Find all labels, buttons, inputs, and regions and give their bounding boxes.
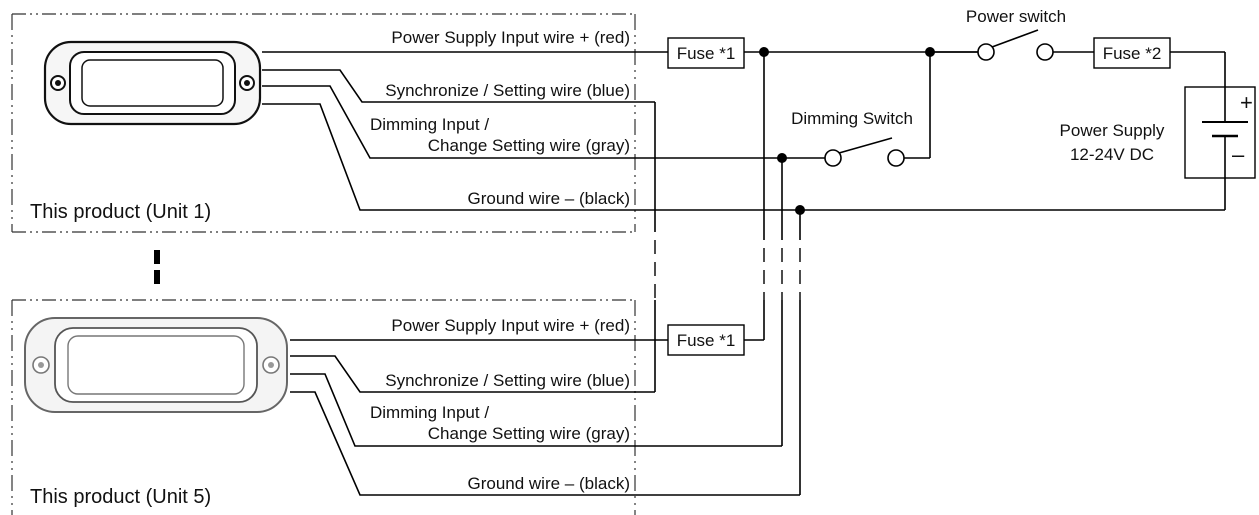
unit1-wires [262, 51, 1225, 211]
plus-sign: + [1240, 90, 1253, 115]
unit5-ground-wire-label: Ground wire – (black) [467, 474, 630, 493]
unit1-ground-wire-label: Ground wire – (black) [467, 189, 630, 208]
ground-line [795, 178, 1226, 495]
power-line [744, 47, 978, 341]
dimming-line [777, 52, 931, 446]
unit5-sync-wire-label: Synchronize / Setting wire (blue) [385, 371, 630, 390]
unit5-dim-wire-label-2: Change Setting wire (gray) [428, 424, 630, 443]
fuse2-label: Fuse *2 [1103, 44, 1162, 63]
unit1-enclosure [11, 13, 636, 233]
unit5-dim-wire-label-1: Dimming Input / [370, 403, 489, 422]
unit1-dim-wire-label-2: Change Setting wire (gray) [428, 136, 630, 155]
unit1-product-label: This product (Unit 1) [30, 201, 211, 223]
fuse1-unit5: Fuse *1 [667, 324, 745, 356]
power-supply-battery-icon: + – [1184, 86, 1256, 179]
unit1-power-wire-label: Power Supply Input wire + (red) [391, 28, 630, 47]
fuse2: Fuse *2 [1093, 37, 1226, 87]
unit1-wire-labels: Power Supply Input wire + (red) Synchron… [30, 28, 630, 223]
dimming-switch-label: Dimming Switch [791, 109, 913, 128]
fuse1-unit1-label: Fuse *1 [677, 44, 736, 63]
fuse1-unit5-label: Fuse *1 [677, 331, 736, 350]
more-units-indicator [154, 250, 160, 284]
dimming-switch-icon [824, 137, 905, 167]
unit1-light-icon [43, 40, 262, 126]
power-supply-label: Power Supply [1060, 121, 1165, 140]
unit5-enclosure [11, 299, 636, 515]
power-switch-label: Power switch [966, 7, 1066, 26]
unit5-light-icon [24, 317, 288, 413]
unit5-wires [290, 339, 800, 496]
minus-sign: – [1232, 142, 1245, 167]
unit5-product-label: This product (Unit 5) [30, 486, 211, 508]
fuse1-unit1: Fuse *1 [667, 37, 745, 69]
power-switch-icon [930, 29, 1094, 61]
unit5-wire-labels: Power Supply Input wire + (red) Synchron… [30, 316, 630, 508]
unit1-sync-wire-label: Synchronize / Setting wire (blue) [385, 81, 630, 100]
unit1-dim-wire-label-1: Dimming Input / [370, 115, 489, 134]
power-supply-voltage: 12-24V DC [1070, 145, 1154, 164]
unit5-power-wire-label: Power Supply Input wire + (red) [391, 316, 630, 335]
